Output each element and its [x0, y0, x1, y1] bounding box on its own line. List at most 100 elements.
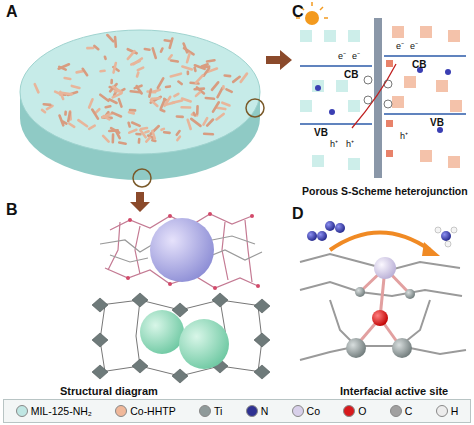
legend: MIL-125-NH₂Co-HHTPTiNCoOCH — [3, 399, 471, 423]
nanorod — [171, 74, 181, 77]
legend-item: N — [246, 405, 269, 417]
legend-swatch — [343, 405, 355, 417]
nanorod — [146, 138, 150, 142]
active-site — [300, 221, 466, 360]
nanorod — [161, 128, 163, 132]
nanorod — [203, 118, 207, 124]
nanorod — [174, 94, 178, 96]
nanorod — [114, 37, 117, 47]
nanorod — [92, 110, 98, 119]
nanorod — [60, 116, 64, 126]
nanorod — [212, 82, 218, 89]
electron-label: e⁻ — [396, 42, 404, 51]
nanorod — [114, 63, 116, 72]
legend-item: Co — [292, 405, 320, 417]
nanorod — [104, 57, 107, 59]
hole-label: h⁺ — [400, 132, 408, 141]
legend-text: Co — [307, 405, 320, 417]
nanorod — [129, 112, 134, 113]
band-label: VB — [430, 118, 444, 128]
legend-item: Ti — [199, 405, 222, 417]
nanorod — [213, 102, 219, 111]
legend-swatch — [115, 405, 127, 417]
nanorod — [100, 95, 108, 101]
nanorod — [170, 38, 173, 47]
band-label: CB — [344, 70, 358, 80]
arrow-right — [266, 50, 292, 70]
nanorod — [202, 64, 208, 66]
nanorod — [131, 61, 139, 64]
panel-letter: B — [6, 202, 18, 218]
nanorod — [128, 51, 135, 59]
nanorod — [65, 77, 71, 81]
nanorod — [112, 135, 115, 143]
nanorod — [131, 90, 140, 94]
nanorod — [102, 113, 112, 117]
nanorod — [177, 115, 183, 118]
nanorod — [132, 122, 140, 125]
legend-text: MIL-125-NH₂ — [31, 405, 92, 417]
nanorod — [106, 105, 111, 109]
nanorod — [177, 131, 180, 135]
nanorod — [241, 74, 247, 82]
nanorod — [136, 133, 140, 136]
legend-text: C — [405, 405, 413, 417]
legend-text: O — [358, 405, 366, 417]
legend-item: H — [436, 405, 459, 417]
nanorod — [207, 120, 213, 126]
nanorod — [138, 139, 141, 142]
nanorod — [152, 97, 160, 100]
mof-disk — [20, 30, 264, 187]
nanorod — [207, 60, 214, 61]
legend-swatch — [16, 405, 28, 417]
electron-label: e⁻ — [410, 42, 418, 51]
heterojunction — [296, 2, 466, 178]
nanorod — [112, 113, 121, 117]
nanorod — [158, 78, 163, 88]
nanorod — [195, 65, 205, 69]
nanorod — [42, 110, 45, 112]
nanorod — [89, 126, 95, 129]
nanorod — [141, 128, 147, 129]
nanorod — [59, 64, 69, 68]
legend-swatch — [390, 405, 402, 417]
nanorod — [69, 124, 74, 127]
nanorod — [196, 106, 199, 113]
nanorod — [218, 88, 223, 97]
nanorod — [169, 55, 172, 59]
hole-label: h⁺ — [330, 140, 338, 149]
nanorod — [161, 100, 165, 109]
nanorod — [87, 47, 93, 50]
nanorod — [153, 48, 156, 58]
nanorod — [182, 67, 192, 70]
nanorod — [178, 82, 181, 85]
nanorod — [72, 86, 80, 88]
nanorod — [222, 86, 225, 88]
panel-caption: Porous S-Scheme heterojunction — [302, 186, 468, 197]
nanorod — [111, 128, 119, 133]
legend-swatch — [436, 405, 448, 417]
nanorod — [225, 74, 230, 77]
nanorod — [196, 92, 200, 96]
nanorod — [78, 120, 87, 126]
nanorod — [145, 131, 148, 132]
nanorod — [177, 137, 179, 140]
nanorod — [182, 106, 191, 109]
panel-letter: C — [292, 4, 304, 20]
nanorod — [119, 143, 125, 144]
electron-label: e⁻ — [352, 52, 360, 61]
nanorod — [137, 73, 138, 77]
nanorod — [103, 136, 109, 142]
legend-item: MIL-125-NH₂ — [16, 405, 92, 417]
nanorod — [83, 69, 87, 75]
nanorod — [161, 110, 165, 111]
nanorod — [193, 68, 196, 71]
nanorod — [113, 87, 122, 93]
nanorod — [44, 103, 51, 106]
nanorod — [89, 99, 92, 107]
nanorod — [101, 70, 105, 73]
hole-label: h⁺ — [346, 140, 354, 149]
arrow-down — [130, 192, 150, 212]
